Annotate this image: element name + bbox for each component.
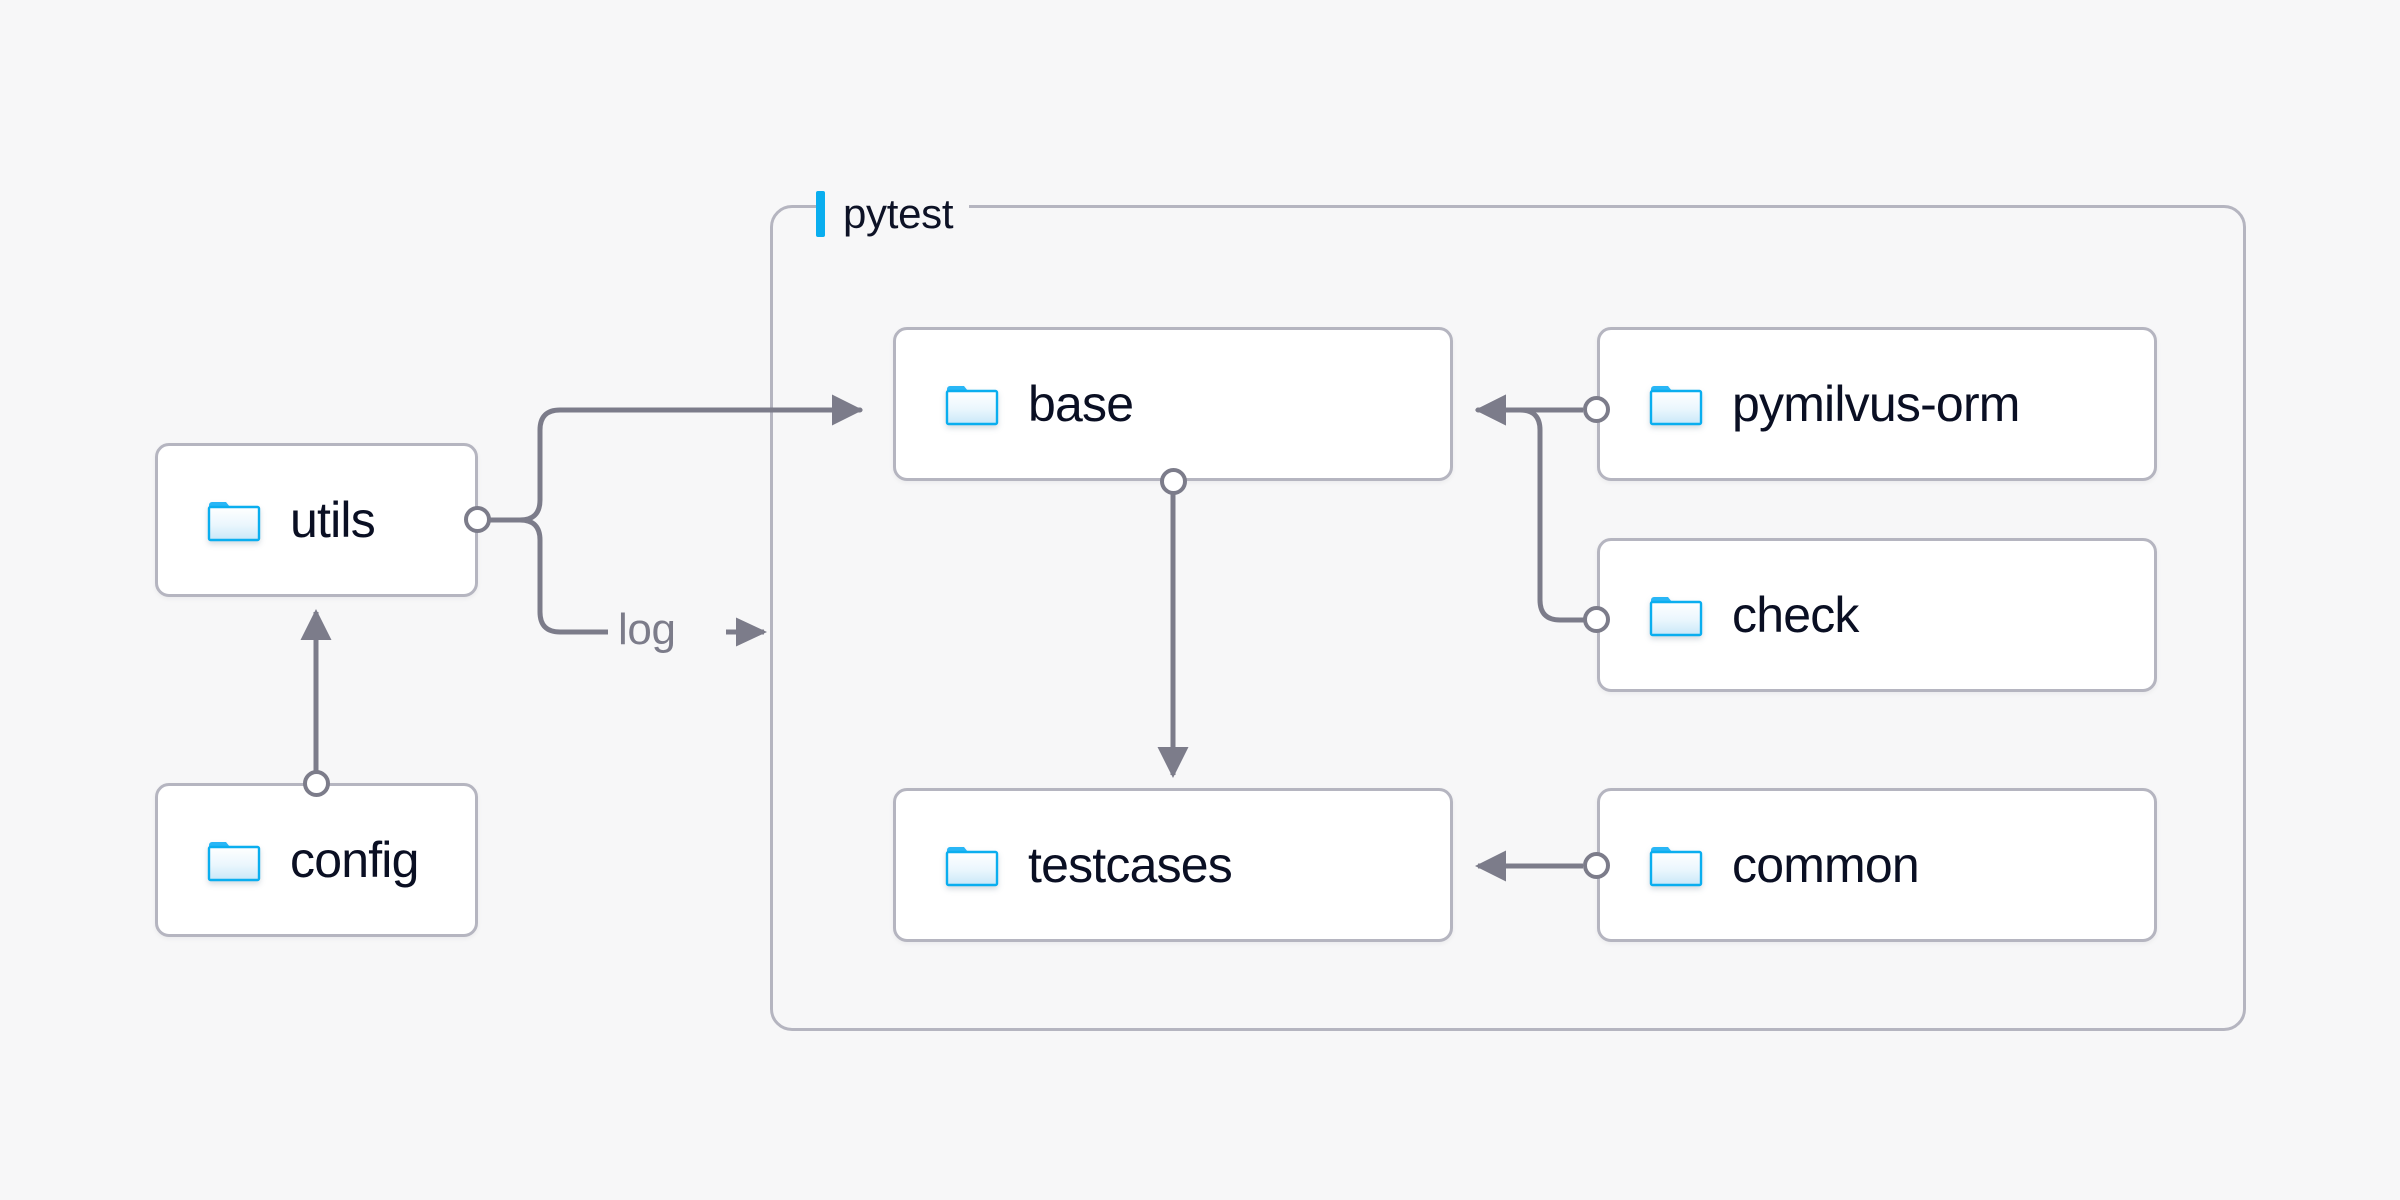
node-label: base (1028, 376, 1134, 432)
folder-icon (944, 380, 1000, 428)
folder-icon (1648, 841, 1704, 889)
folder-icon (206, 836, 262, 884)
node-base[interactable]: base (893, 327, 1453, 481)
node-config[interactable]: config (155, 783, 478, 937)
node-label: pymilvus-orm (1732, 376, 2020, 432)
node-label: common (1732, 837, 1920, 893)
node-label: testcases (1028, 837, 1233, 893)
group-accent-bar (816, 191, 825, 237)
node-label: config (290, 832, 419, 888)
folder-icon (944, 841, 1000, 889)
folder-icon (1648, 380, 1704, 428)
node-label: utils (290, 492, 376, 548)
folder-icon (1648, 591, 1704, 639)
node-pymilvus-orm[interactable]: pymilvus-orm (1597, 327, 2157, 481)
node-utils[interactable]: utils (155, 443, 478, 597)
node-label: check (1732, 587, 1859, 643)
port-common-left[interactable] (1583, 852, 1610, 879)
node-common[interactable]: common (1597, 788, 2157, 942)
port-utils-right[interactable] (464, 506, 491, 533)
folder-icon (206, 496, 262, 544)
group-pytest[interactable] (770, 205, 2246, 1031)
port-pymilvusorm-left[interactable] (1583, 396, 1610, 423)
port-base-bottom[interactable] (1160, 468, 1187, 495)
group-pytest-label: pytest (816, 185, 970, 243)
node-check[interactable]: check (1597, 538, 2157, 692)
group-title-text: pytest (843, 190, 954, 237)
port-check-left[interactable] (1583, 606, 1610, 633)
port-config-top[interactable] (303, 770, 330, 797)
edge-label-log: log (608, 605, 686, 655)
node-testcases[interactable]: testcases (893, 788, 1453, 942)
